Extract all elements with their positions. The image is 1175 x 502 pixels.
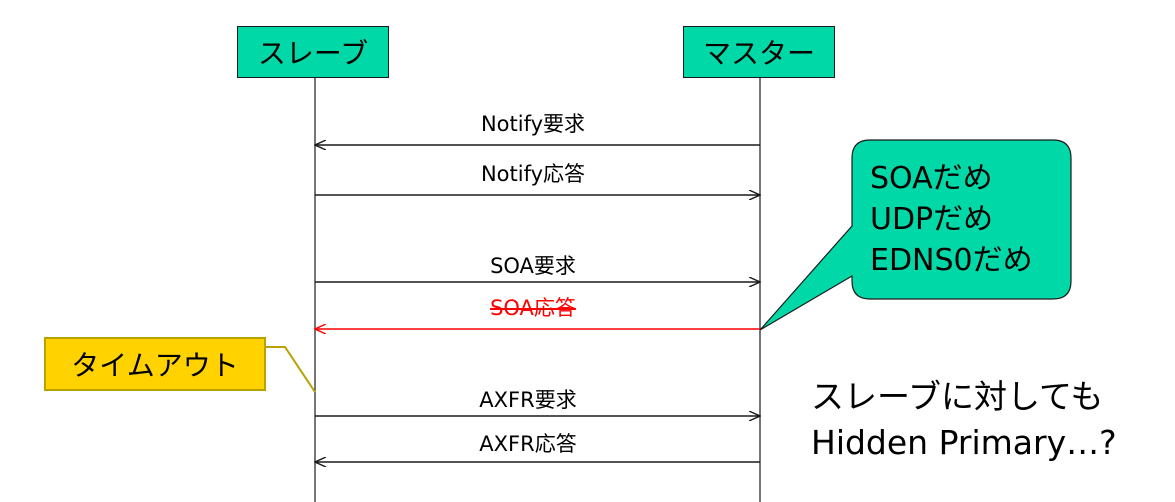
message-label: AXFR応答 <box>479 432 577 456</box>
master-actor-label: マスター <box>702 37 815 70</box>
note-text: スレーブに対しても Hidden Primary…? <box>811 374 1117 466</box>
timeout-label-box: タイムアウト <box>44 337 266 391</box>
callout-line: SOAだめ <box>870 161 993 196</box>
timeout-box-fill <box>44 337 266 391</box>
message-label: Notify要求 <box>480 112 586 136</box>
slave-actor: スレーブ <box>237 26 389 78</box>
messages-layer <box>315 145 760 462</box>
timeout-pointer <box>266 346 316 393</box>
message-label: AXFR要求 <box>479 388 577 412</box>
callout-line: EDNS0だめ <box>870 243 1033 278</box>
master-actor-fill <box>683 26 835 78</box>
callout-bubble <box>759 139 1072 331</box>
slave-actor-fill <box>237 26 389 78</box>
note-line-1: スレーブに対しても <box>811 377 1104 416</box>
callout-line: UDPだめ <box>870 202 994 237</box>
note-line-2: Hidden Primary…? <box>811 423 1117 462</box>
slave-actor-label: スレーブ <box>257 37 369 70</box>
master-actor: マスター <box>683 26 835 78</box>
timeout-label: タイムアウト <box>71 349 239 382</box>
message-label: Notify応答 <box>480 162 586 186</box>
message-label: SOA要求 <box>490 254 576 278</box>
message-label-failed: SOA応答 <box>490 296 576 320</box>
callout-text: SOAだめ UDPだめ EDNS0だめ <box>870 158 1033 281</box>
